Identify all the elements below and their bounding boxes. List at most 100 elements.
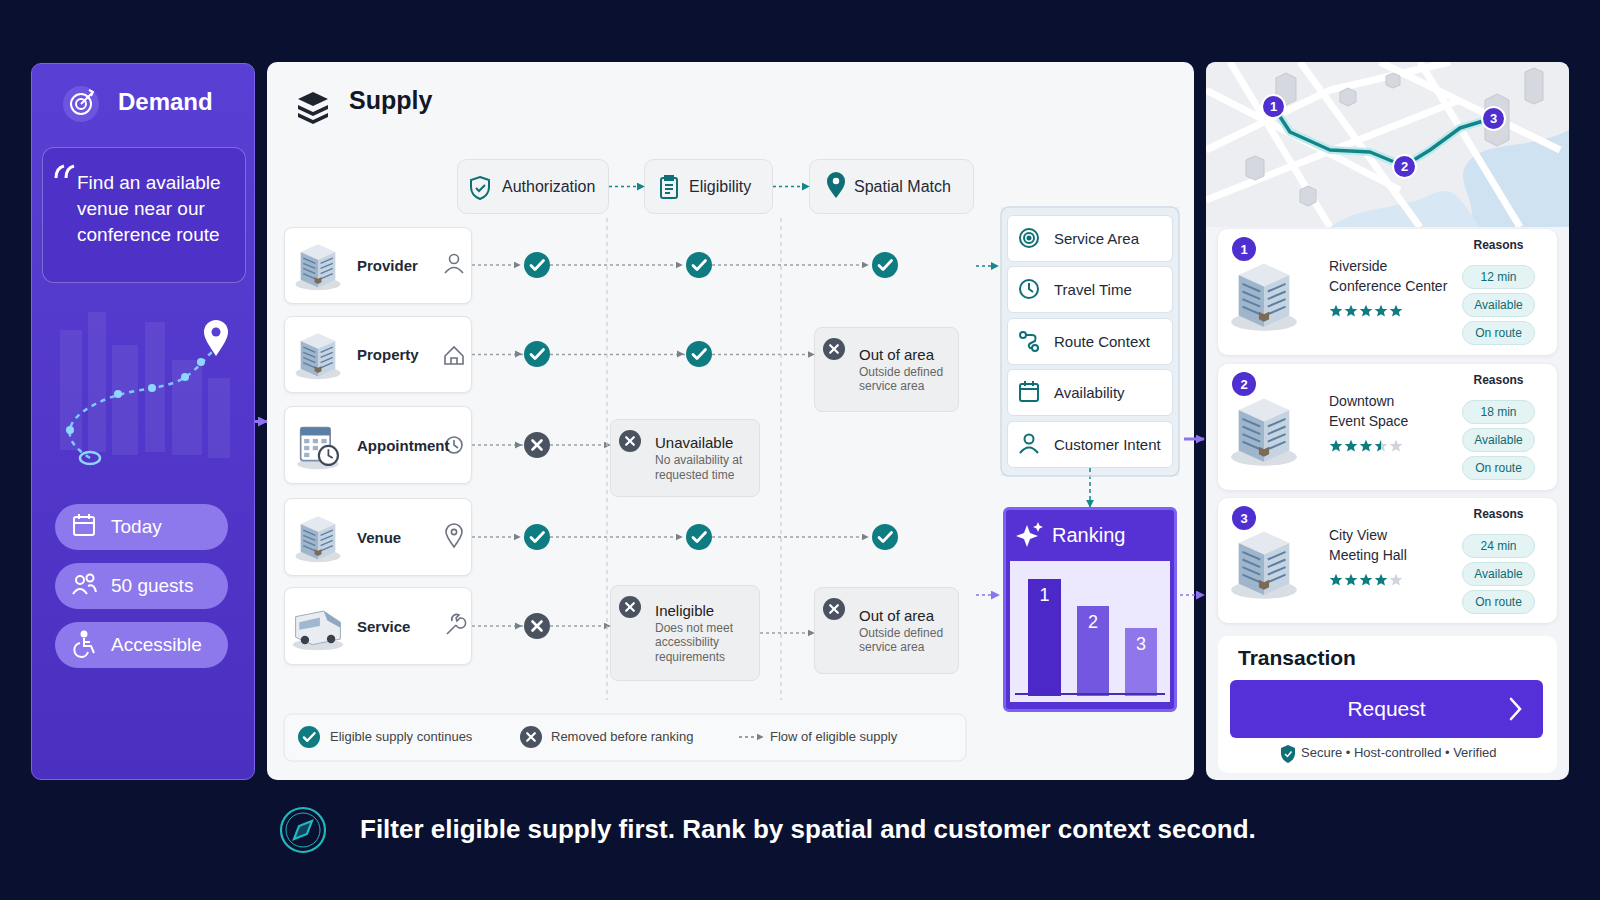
map-marker: 1	[1261, 94, 1286, 119]
flow-connector	[1089, 468, 1091, 507]
reason-pill-text: On route	[1475, 326, 1522, 340]
removal-reason-box: Unavailable No availability at requested …	[610, 419, 760, 497]
demand-icons	[56, 86, 99, 657]
supply-type-box: Provider	[284, 227, 472, 304]
reason-pill: Available	[1462, 562, 1535, 586]
rank-badge-text: 3	[1240, 511, 1247, 526]
stage-header: Spatial Match	[809, 159, 974, 214]
rank-bar: 2	[1077, 606, 1109, 696]
rating-star	[1360, 440, 1373, 452]
result-card: Riverside Conference CenterReasons 1 12 mi…	[1218, 229, 1557, 355]
rank-bar-text: 2	[1088, 612, 1098, 633]
rank-badge-text: 2	[1240, 377, 1247, 392]
stage-arrowheads	[515, 351, 684, 630]
demand-chip-text: Today	[111, 516, 162, 538]
reason-pill-text: 18 min	[1480, 405, 1516, 419]
context-factor-text: Service Area	[1054, 230, 1139, 247]
result-card-text: Reasons	[1462, 373, 1535, 387]
map-illustration	[1206, 62, 1569, 227]
reason-pill: 24 min	[1462, 534, 1535, 558]
reason-pill: On route	[1462, 456, 1535, 480]
map-marker: 3	[1481, 106, 1506, 131]
context-factor: Availability	[1007, 369, 1173, 416]
supply-type-box-text: Venue	[357, 529, 401, 546]
stage-header: Eligibility	[644, 159, 773, 214]
rating-star	[1375, 305, 1388, 317]
result-card-text: Riverside Conference Center	[1329, 257, 1459, 296]
context-factor-text: Customer Intent	[1054, 436, 1161, 453]
rating-star	[1360, 305, 1373, 317]
supply-panel-text: Supply	[349, 86, 549, 115]
context-factor: Route Context	[1007, 318, 1173, 365]
removal-reason-box-text: Unavailable	[655, 434, 733, 451]
rank-badge: 2	[1232, 372, 1256, 396]
demand-illustration	[60, 312, 230, 464]
reason-pill: 18 min	[1462, 400, 1535, 424]
result-card-text: Reasons	[1462, 238, 1535, 252]
context-factor-text: Availability	[1054, 384, 1125, 401]
reason-pill: On route	[1462, 321, 1535, 345]
stage-header: Authorization	[457, 159, 609, 214]
rating-star	[1360, 574, 1373, 586]
stage-header-text: Eligibility	[689, 178, 751, 196]
demand-chip-text: Accessible	[111, 634, 202, 656]
supply-type-box-text: Property	[357, 346, 419, 363]
transaction-box-text: Transaction	[1238, 646, 1488, 670]
ranking-box: Ranking123	[1003, 507, 1177, 712]
demand-chip: 50 guests	[55, 563, 228, 609]
reason-pill-text: On route	[1475, 595, 1522, 609]
map-marker-text: 2	[1401, 159, 1408, 174]
reason-pill-text: 12 min	[1480, 270, 1516, 284]
supply-type-box: Venue	[284, 498, 472, 576]
demand-chip: Today	[55, 504, 228, 550]
eligible-flow-lines	[472, 265, 868, 537]
flow-connector	[760, 632, 814, 633]
supply-type-box: Service	[284, 587, 472, 665]
removal-reason-box-text: Does not meet accessibility requirements	[655, 621, 753, 664]
map-marker-text: 3	[1490, 111, 1497, 126]
removal-reason-box: Out of areaOutside defined service area	[814, 587, 959, 674]
reason-pill: Available	[1462, 293, 1535, 317]
context-factor: Travel Time	[1007, 266, 1173, 313]
rating-stars	[1330, 305, 1403, 586]
result-card-text: City View Meeting Hall	[1329, 526, 1429, 565]
rating-star	[1345, 305, 1358, 317]
reason-pill: On route	[1462, 590, 1535, 614]
flow-connector	[472, 354, 814, 355]
transaction-icons	[1281, 699, 1520, 763]
legend-strip	[284, 714, 966, 761]
stage-results	[524, 252, 898, 639]
supply-panel: SupplyAuthorization Eligibility Spatial Ma…	[267, 62, 1194, 780]
reason-pill: Available	[1462, 428, 1535, 452]
rank-badge-text: 1	[1240, 242, 1247, 257]
demand-chip-text: 50 guests	[111, 575, 193, 597]
reason-pill-text: Available	[1474, 567, 1522, 581]
supply-type-box: Appointment	[284, 406, 472, 484]
rating-star	[1375, 574, 1388, 586]
supply-type-box-text: Service	[357, 618, 410, 635]
supply-type-box-text: Provider	[357, 257, 418, 274]
context-factor: Customer Intent	[1007, 421, 1173, 468]
removal-reason-box-text: Out of area	[859, 346, 934, 363]
removal-reason-box: Out of areaOutside defined service area	[814, 327, 959, 412]
flow-connector	[472, 444, 610, 445]
arrowhead	[515, 442, 522, 449]
request-button: Request	[1230, 680, 1543, 738]
demand-chip: Accessible	[55, 622, 228, 668]
removal-reason-box-text: No availability at requested time	[655, 453, 753, 482]
reason-pill-text: Available	[1474, 298, 1522, 312]
rating-star	[1345, 440, 1358, 452]
rating-star	[1390, 440, 1403, 452]
removal-reason-box-text: Ineligible	[655, 602, 714, 619]
rating-star	[1390, 305, 1403, 317]
result-card: City View Meeting HallReasons324 minAvai…	[1218, 498, 1557, 623]
legend-text: Flow of eligible supply	[770, 729, 897, 744]
reason-pill-text: On route	[1475, 461, 1522, 475]
removal-reason-box: IneligibleDoes not meet accessibility re…	[610, 585, 760, 681]
rating-star	[1330, 305, 1343, 317]
supply-type-box: Property	[284, 316, 472, 393]
legend-text: Removed before ranking	[551, 729, 693, 744]
